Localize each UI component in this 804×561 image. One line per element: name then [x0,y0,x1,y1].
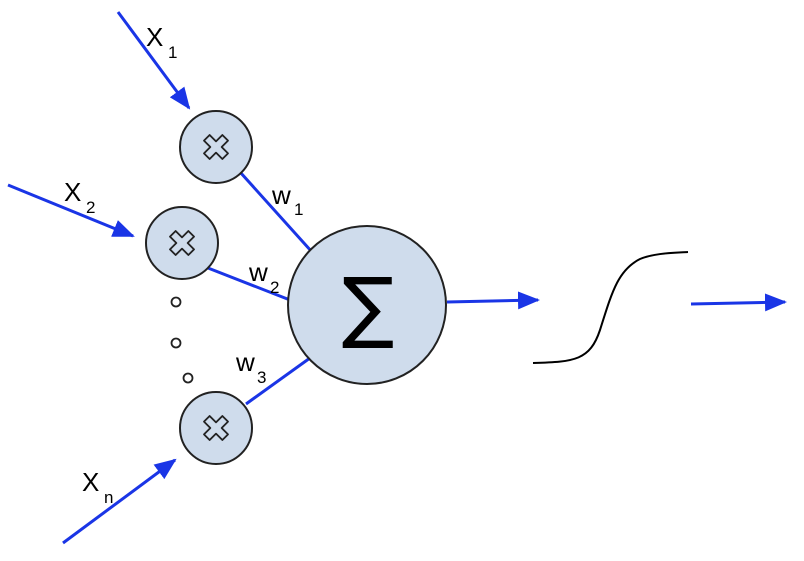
sum-output-arrow [446,291,540,310]
multiply-node-1 [179,110,253,184]
svg-text:X: X [82,467,99,497]
weight-line-3 [245,356,311,406]
weight-label-2: w 2 [248,257,279,297]
input-arrow-1 [116,11,191,110]
svg-text:2: 2 [86,198,95,217]
svg-text:3: 3 [257,368,266,387]
weight-line-1 [238,170,314,254]
input-arrow-2 [7,183,135,238]
svg-text:w: w [235,347,255,377]
summation-node: ∑ [287,225,447,385]
svg-text:2: 2 [270,278,279,297]
svg-text:1: 1 [294,200,303,219]
input-label-1: X 1 [146,22,177,62]
weight-label-1: w 1 [271,180,303,219]
sigma-symbol: ∑ [342,262,395,352]
multiply-node-2 [145,206,219,280]
svg-text:w: w [271,180,291,210]
activation-curve [532,251,689,364]
svg-text:n: n [104,488,113,507]
input-label-2: X 2 [64,177,95,217]
svg-text:w: w [248,257,268,287]
input-arrow-n [62,458,177,545]
cross-multiply-icon [203,134,229,160]
weight-line-2 [207,266,291,302]
multiply-node-n [179,391,253,465]
final-output-arrow [690,293,787,312]
ellipsis-dots [170,296,194,384]
input-label-n: X n [82,467,113,507]
cross-multiply-icon [203,415,229,441]
svg-text:1: 1 [168,43,177,62]
cross-multiply-icon [169,230,195,256]
svg-text:X: X [64,177,81,207]
weight-label-3: w 3 [235,347,266,387]
svg-text:X: X [146,22,163,52]
